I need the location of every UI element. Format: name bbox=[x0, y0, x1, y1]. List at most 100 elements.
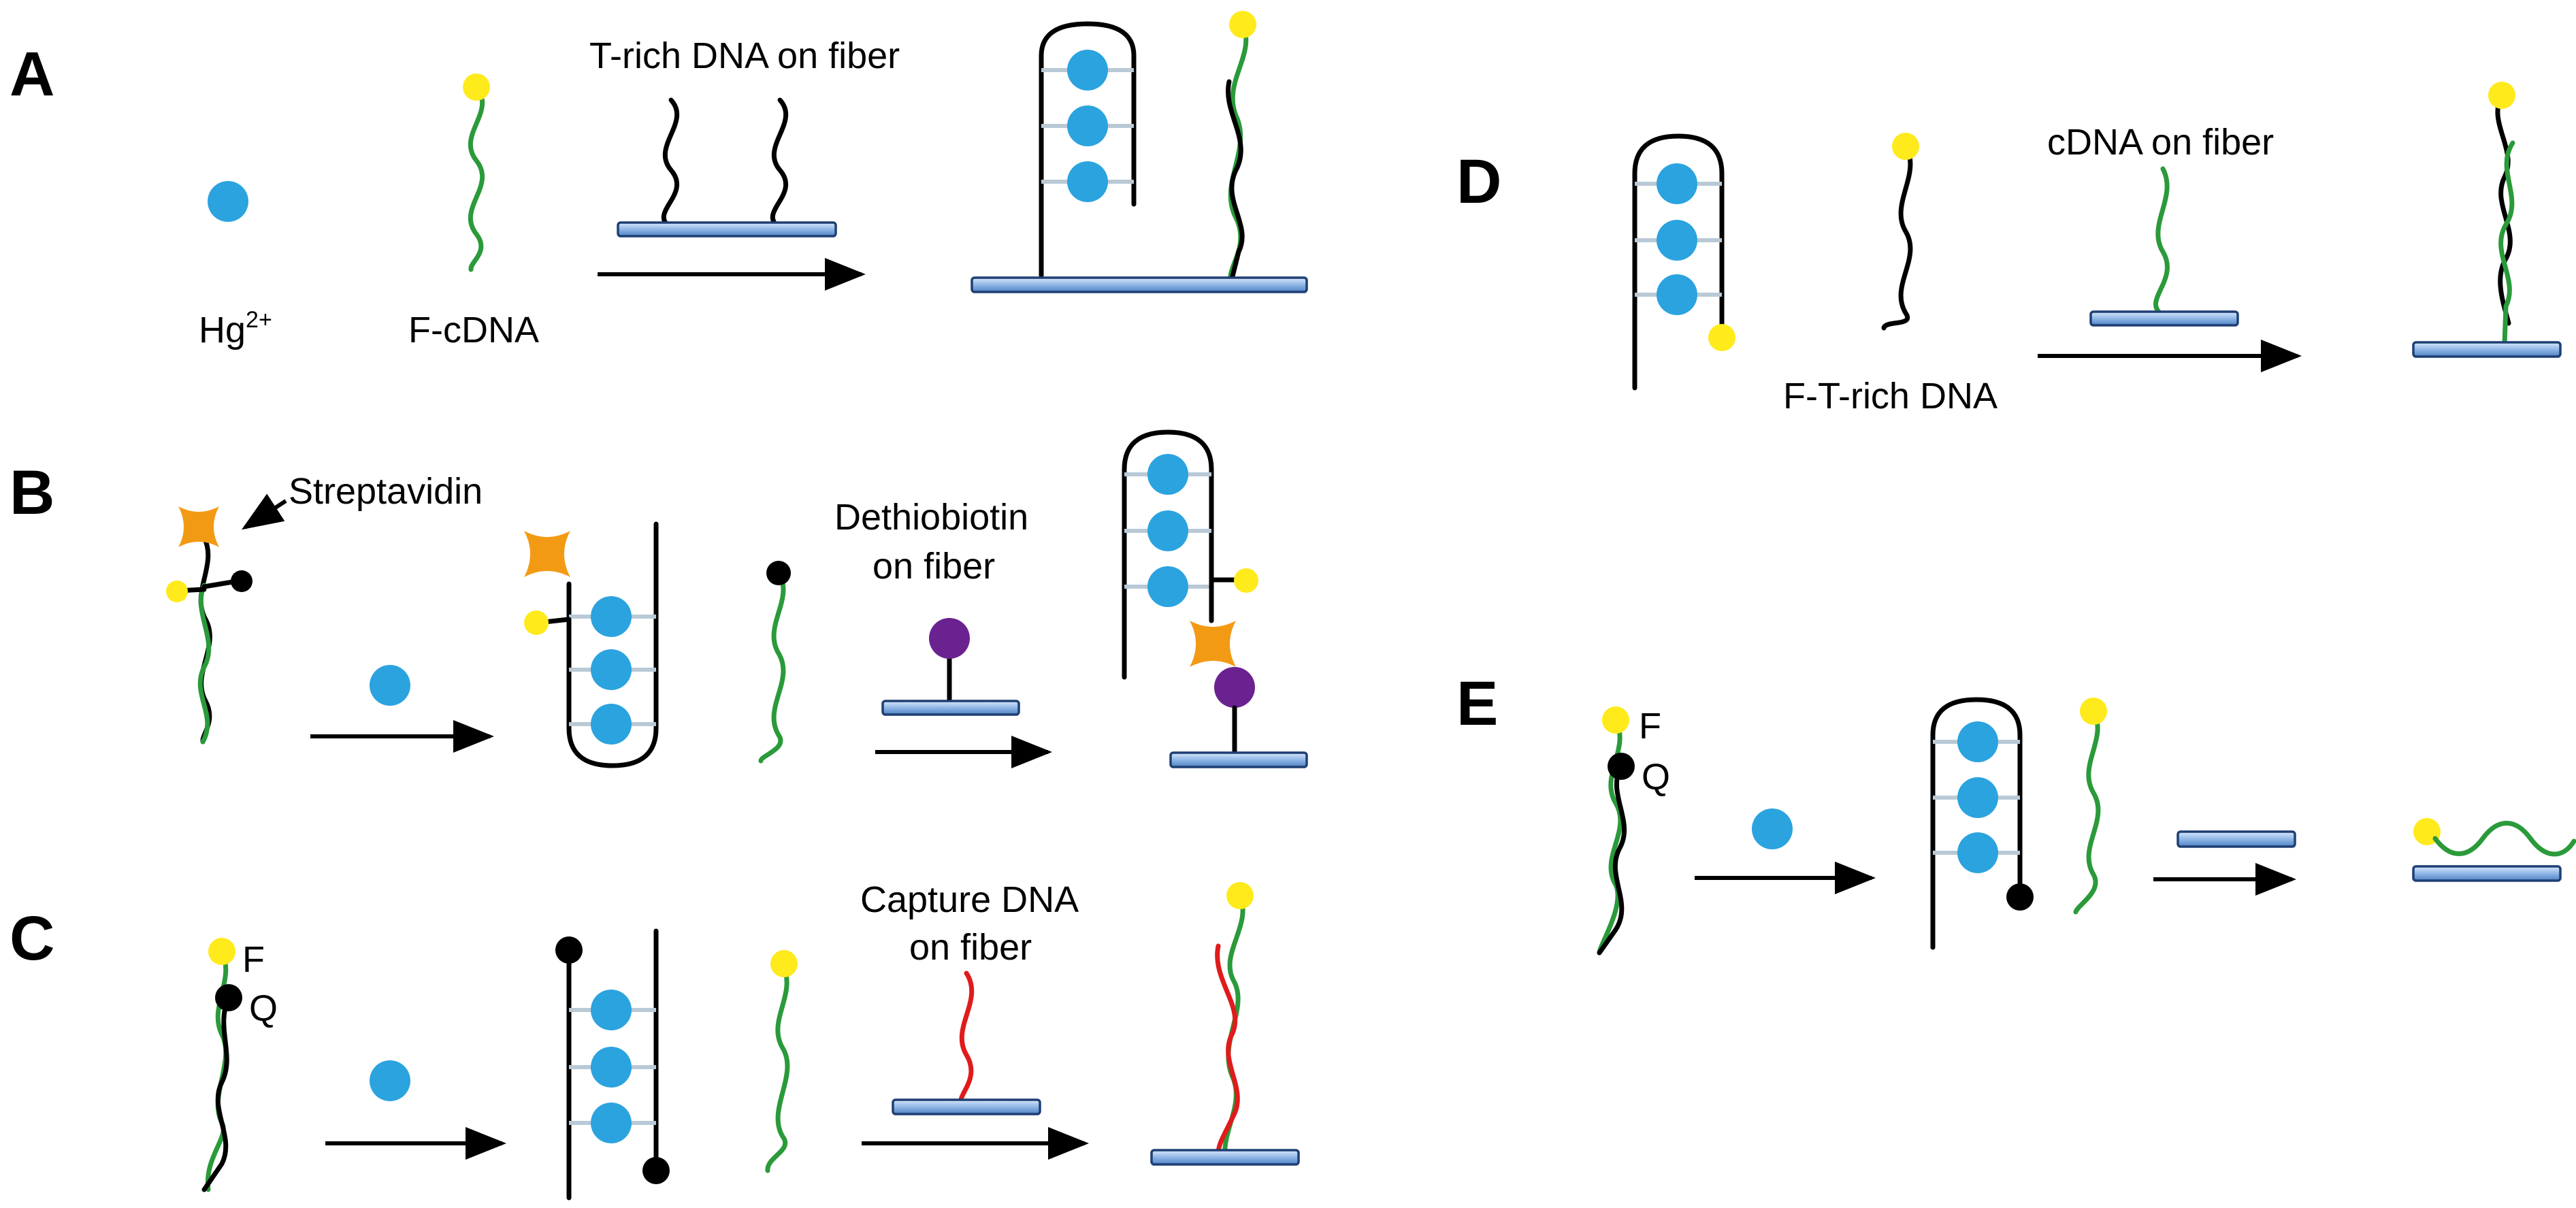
cdna-fiber-label: cDNA on fiber bbox=[2047, 122, 2274, 163]
fluorophore-icon bbox=[2080, 698, 2107, 725]
fluorophore-icon bbox=[2488, 82, 2515, 109]
hg-hairpin-strand bbox=[1039, 21, 1137, 278]
q-label: Q bbox=[249, 988, 278, 1029]
hg-ion-icon bbox=[591, 1103, 632, 1143]
panel-letter-a: A bbox=[10, 39, 54, 109]
cdna-strand bbox=[765, 962, 790, 1173]
hg-ion-icon bbox=[370, 1060, 410, 1101]
quencher-icon bbox=[642, 1157, 670, 1184]
f-cdna-label: F-cDNA bbox=[408, 310, 539, 350]
fluorophore-icon bbox=[166, 581, 188, 602]
f-label: F bbox=[242, 939, 265, 980]
cdna-strand bbox=[758, 570, 786, 764]
hg-ion-icon bbox=[591, 990, 632, 1030]
cdna-strand bbox=[2073, 708, 2101, 915]
hg-ion-icon bbox=[1657, 274, 1697, 315]
quencher-icon bbox=[1608, 753, 1635, 780]
hg-ion-icon bbox=[1957, 721, 1998, 762]
hg-ion-icon bbox=[208, 181, 248, 222]
hg-ion-icon bbox=[1957, 832, 1998, 873]
quencher-icon bbox=[215, 984, 242, 1011]
trich-dna-strand bbox=[1226, 79, 1245, 282]
q-label: Q bbox=[1642, 757, 1670, 798]
streptavidin-icon bbox=[524, 531, 570, 577]
label-pointer-arrow bbox=[241, 493, 287, 530]
f-trich-dna-label: F-T-rich DNA bbox=[1783, 376, 1998, 417]
panel-letter-d: D bbox=[1456, 147, 1501, 216]
trich-fiber-label: T-rich DNA on fiber bbox=[589, 35, 900, 76]
hg-ion-icon bbox=[591, 649, 632, 690]
linker bbox=[201, 579, 235, 589]
hg-hairpin-strand bbox=[566, 521, 659, 768]
fiber bbox=[971, 276, 1308, 293]
hg-ion-icon bbox=[370, 665, 410, 706]
trich-dna-strand bbox=[201, 995, 231, 1192]
fiber bbox=[1169, 751, 1308, 768]
capture-dna-strand bbox=[958, 970, 975, 1108]
hg-ion-icon bbox=[1147, 454, 1188, 495]
hg-hairpin-strand bbox=[1930, 697, 2023, 950]
hg-ion-icon bbox=[1147, 566, 1188, 607]
quencher-icon bbox=[2006, 883, 2034, 911]
trich-dna-strand bbox=[1597, 764, 1627, 956]
hg-ion-icon bbox=[591, 1047, 632, 1088]
streptavidin-icon bbox=[178, 506, 219, 547]
fluorophore-icon bbox=[463, 74, 490, 101]
dethiobiotin-label: Dethiobiotin bbox=[834, 497, 1028, 538]
fluorophore-icon bbox=[1708, 324, 1735, 351]
fiber bbox=[2089, 310, 2239, 327]
hg-label: Hg2+ bbox=[199, 307, 272, 350]
dethiobiotin-tag-icon bbox=[766, 561, 791, 585]
hg-ion-icon bbox=[591, 704, 632, 745]
dethiobiotin-icon bbox=[929, 618, 970, 659]
hg-ion-icon bbox=[591, 596, 632, 637]
hg-ion-icon bbox=[1657, 163, 1697, 204]
fluorophore-icon bbox=[208, 938, 235, 965]
panel-letter-e: E bbox=[1456, 669, 1498, 738]
f-cdna-strand bbox=[468, 84, 485, 272]
panel-d: D F-T-rich DNA cDNA on fiber bbox=[1456, 82, 2562, 417]
f-label: F bbox=[1639, 706, 1661, 747]
hg-ion-icon bbox=[1957, 777, 1998, 818]
fiber bbox=[2176, 830, 2296, 848]
panel-c: C F Q Capture DNA on fiber bbox=[10, 879, 1300, 1201]
fiber bbox=[892, 1098, 1041, 1115]
hg-ion-icon bbox=[1067, 50, 1108, 91]
cdna-strand bbox=[2498, 140, 2515, 346]
panel-letter-b: B bbox=[10, 458, 54, 527]
dethiobiotin-icon bbox=[1214, 667, 1255, 708]
fluorophore-icon bbox=[1226, 882, 1254, 909]
fluorophore-icon bbox=[770, 950, 798, 977]
fluorophore-icon bbox=[1602, 706, 1629, 734]
panel-letter-c: C bbox=[10, 904, 54, 973]
panel-b: B Streptavidin Dethiobiotin on fiber bbox=[10, 429, 1308, 768]
hg-ion-icon bbox=[1147, 510, 1188, 551]
streptavidin-icon bbox=[1190, 621, 1236, 667]
linker bbox=[542, 617, 572, 625]
trich-dna-strand bbox=[661, 97, 680, 229]
trich-dna-strand bbox=[2495, 93, 2513, 326]
cdna-strand bbox=[2432, 821, 2576, 857]
dethiobiotin-tag-icon bbox=[231, 570, 252, 592]
capture-dna-label: Capture DNA bbox=[860, 879, 1079, 920]
panel-a: A Hg2+ F-cDNA T-rich DNA on fiber bbox=[10, 11, 1308, 350]
fiber bbox=[881, 700, 1020, 716]
hg-hairpin-strand bbox=[1632, 133, 1725, 391]
hg-ion-icon bbox=[1752, 809, 1793, 849]
fiber bbox=[1150, 1149, 1300, 1166]
dethiobiotin-label: on fiber bbox=[873, 546, 995, 587]
cdna-strand bbox=[2153, 166, 2170, 316]
fluorophore-icon bbox=[524, 610, 549, 635]
fiber bbox=[2412, 341, 2562, 358]
quencher-icon bbox=[555, 936, 583, 964]
hg-ion-icon bbox=[1657, 220, 1697, 261]
trich-dna-strand bbox=[770, 97, 789, 229]
capture-dna-label: on fiber bbox=[909, 927, 1032, 968]
fluorophore-icon bbox=[1229, 11, 1256, 38]
fluorophore-icon bbox=[1892, 133, 1919, 160]
streptavidin-label: Streptavidin bbox=[289, 471, 483, 512]
fluorophore-icon bbox=[1234, 568, 1258, 593]
panel-e: E F Q bbox=[1456, 669, 2576, 956]
fiber bbox=[617, 221, 837, 238]
